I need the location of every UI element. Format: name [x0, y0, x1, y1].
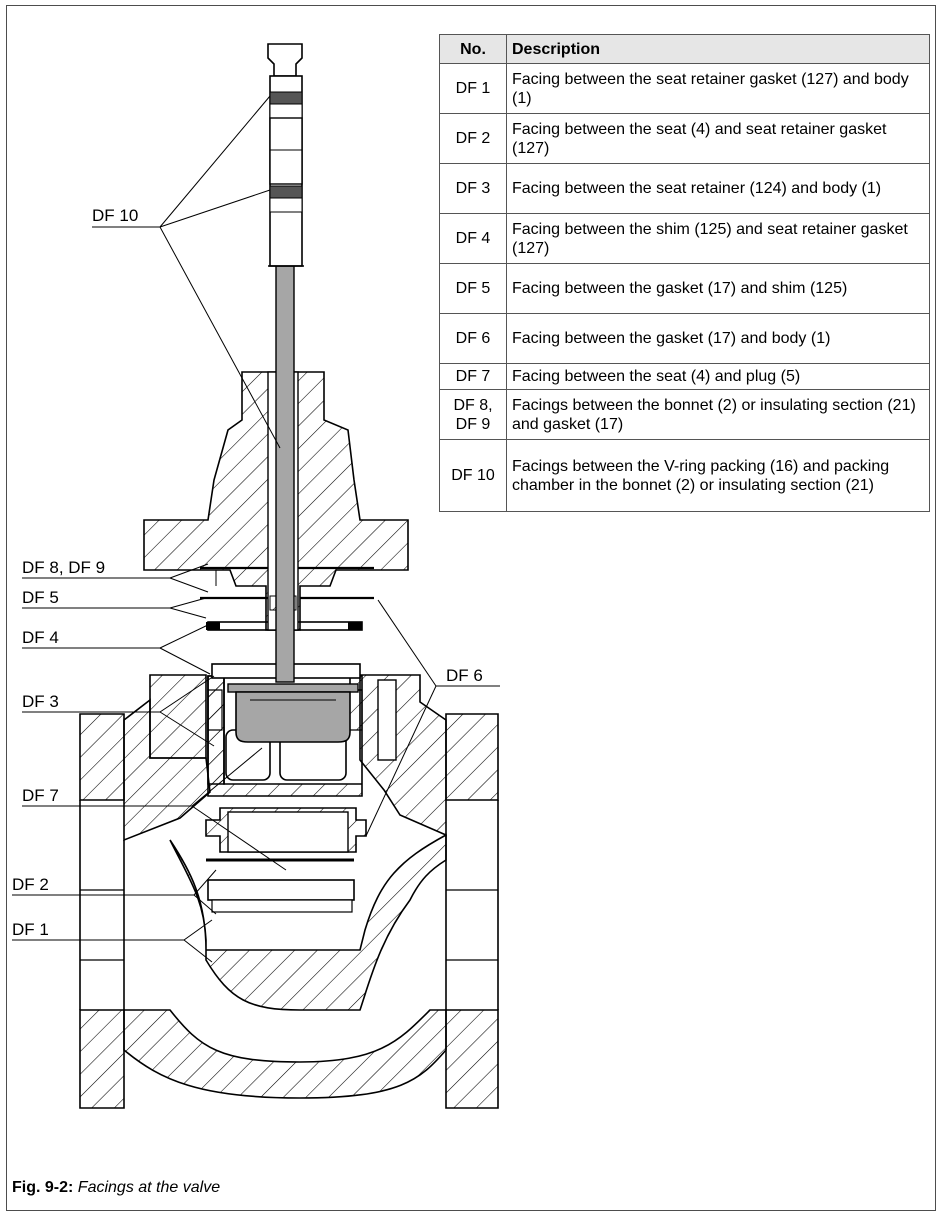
row-number: DF 8, DF 9 — [439, 389, 507, 440]
row-description: Facing between the shim (125) and seat r… — [506, 213, 930, 264]
figure-frame — [6, 5, 936, 1211]
table-row: DF 3 Facing between the seat retainer (1… — [439, 163, 930, 214]
row-description: Facing between the seat (4) and seat ret… — [506, 113, 930, 164]
table-row: DF 6 Facing between the gasket (17) and … — [439, 313, 930, 364]
row-description: Facing between the seat retainer gasket … — [506, 63, 930, 114]
row-number: DF 6 — [439, 313, 507, 364]
label-df4: DF 4 — [22, 628, 59, 647]
table-row: DF 2 Facing between the seat (4) and sea… — [439, 113, 930, 164]
table-row: DF 7 Facing between the seat (4) and plu… — [439, 363, 930, 390]
table-row: DF 10 Facings between the V-ring packing… — [439, 439, 930, 512]
row-number: DF 3 — [439, 163, 507, 214]
figure-caption: Fig. 9-2: Facings at the valve — [12, 1179, 220, 1197]
leader-lines — [12, 95, 500, 963]
row-description: Facing between the gasket (17) and shim … — [506, 263, 930, 314]
caption-number: Fig. 9-2: — [12, 1179, 74, 1196]
label-df2: DF 2 — [12, 875, 49, 894]
stem — [275, 211, 295, 683]
label-df6: DF 6 — [446, 666, 483, 685]
label-df8-df9: DF 8, DF 9 — [22, 558, 106, 577]
row-description: Facing between the gasket (17) and body … — [506, 313, 930, 364]
table-row: DF 1 Facing between the seat retainer ga… — [439, 63, 930, 114]
row-number: DF 2 — [439, 113, 507, 164]
column-header-no: No. — [439, 34, 507, 64]
label-df10: DF 10 — [92, 206, 139, 225]
table-row: DF 4 Facing between the shim (125) and s… — [439, 213, 930, 264]
packing-assembly — [267, 43, 304, 267]
label-df3: DF 3 — [22, 692, 59, 711]
row-description: Facing between the seat (4) and plug (5) — [506, 363, 930, 390]
row-number: DF 4 — [439, 213, 507, 264]
table-row: DF 8, DF 9 Facings between the bonnet (2… — [439, 389, 930, 440]
table-row: DF 5 Facing between the gasket (17) and … — [439, 263, 930, 314]
column-header-description: Description — [506, 34, 930, 64]
row-number: DF 5 — [439, 263, 507, 314]
label-df1: DF 1 — [12, 920, 49, 939]
row-description: Facings between the V-ring packing (16) … — [506, 439, 930, 512]
row-description: Facing between the seat retainer (124) a… — [506, 163, 930, 214]
row-description: Facings between the bonnet (2) or insula… — [506, 389, 930, 440]
row-number: DF 10 — [439, 439, 507, 512]
caption-text: Facings at the valve — [77, 1179, 221, 1196]
row-number: DF 1 — [439, 63, 507, 114]
plug — [227, 683, 359, 743]
facings-table: No. Description DF 1 Facing between the … — [439, 34, 930, 512]
label-df5: DF 5 — [22, 588, 59, 607]
seat-retainer-gasket — [207, 879, 355, 913]
seat — [205, 807, 367, 853]
label-df7: DF 7 — [22, 786, 59, 805]
row-number: DF 7 — [439, 363, 507, 390]
table-header-row: No. Description — [439, 34, 930, 64]
